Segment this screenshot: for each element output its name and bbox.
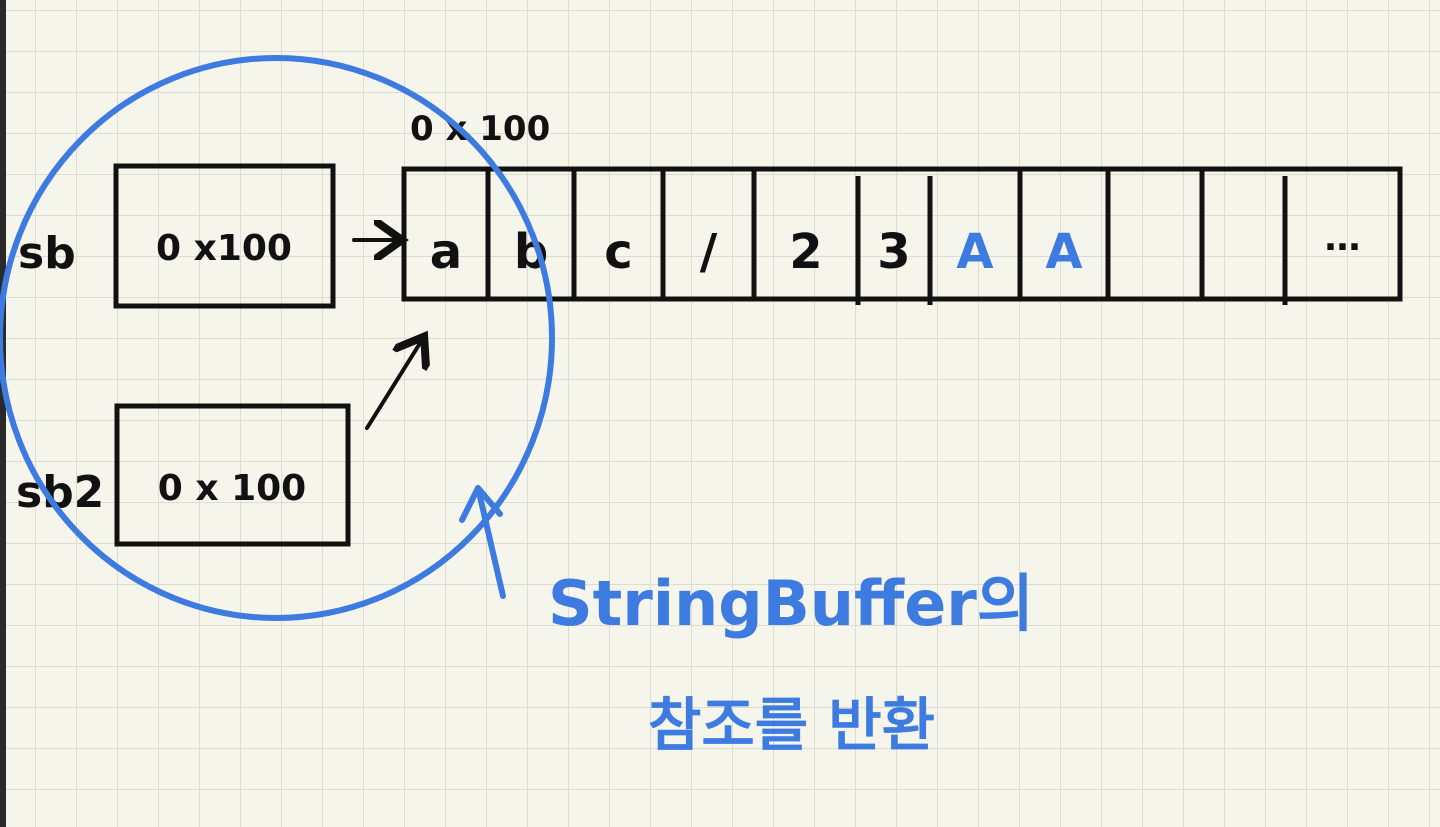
- char-array-cell: A: [956, 224, 993, 280]
- annotation-arrow: [459, 485, 506, 599]
- sb-reference-box: 0 x100: [113, 163, 336, 309]
- label-sb: sb: [18, 228, 76, 279]
- char-array-cell: 2: [789, 224, 822, 280]
- char-array-cell: c: [604, 224, 632, 280]
- char-array-outline: [401, 166, 1403, 302]
- char-array-cell: a: [430, 224, 462, 280]
- array-address-label: 0 x 100: [410, 109, 550, 149]
- sb-reference-value: 0 x100: [156, 228, 292, 269]
- window-edge: [0, 0, 6, 827]
- highlight-circle: [0, 55, 555, 621]
- sb2-reference-box: 0 x 100: [114, 403, 351, 547]
- sb2-reference-value: 0 x 100: [158, 468, 306, 509]
- char-array-cell: A: [1045, 224, 1082, 280]
- char-array-cell: 3: [877, 224, 910, 280]
- annotation-line-1: StringBuffer의: [548, 567, 1034, 640]
- char-array-cell: …: [1325, 218, 1361, 259]
- char-array-cell: /: [700, 224, 718, 280]
- sb2-pointer-arrow: [365, 340, 422, 430]
- annotation-line-2: 참조를 반환: [648, 691, 935, 759]
